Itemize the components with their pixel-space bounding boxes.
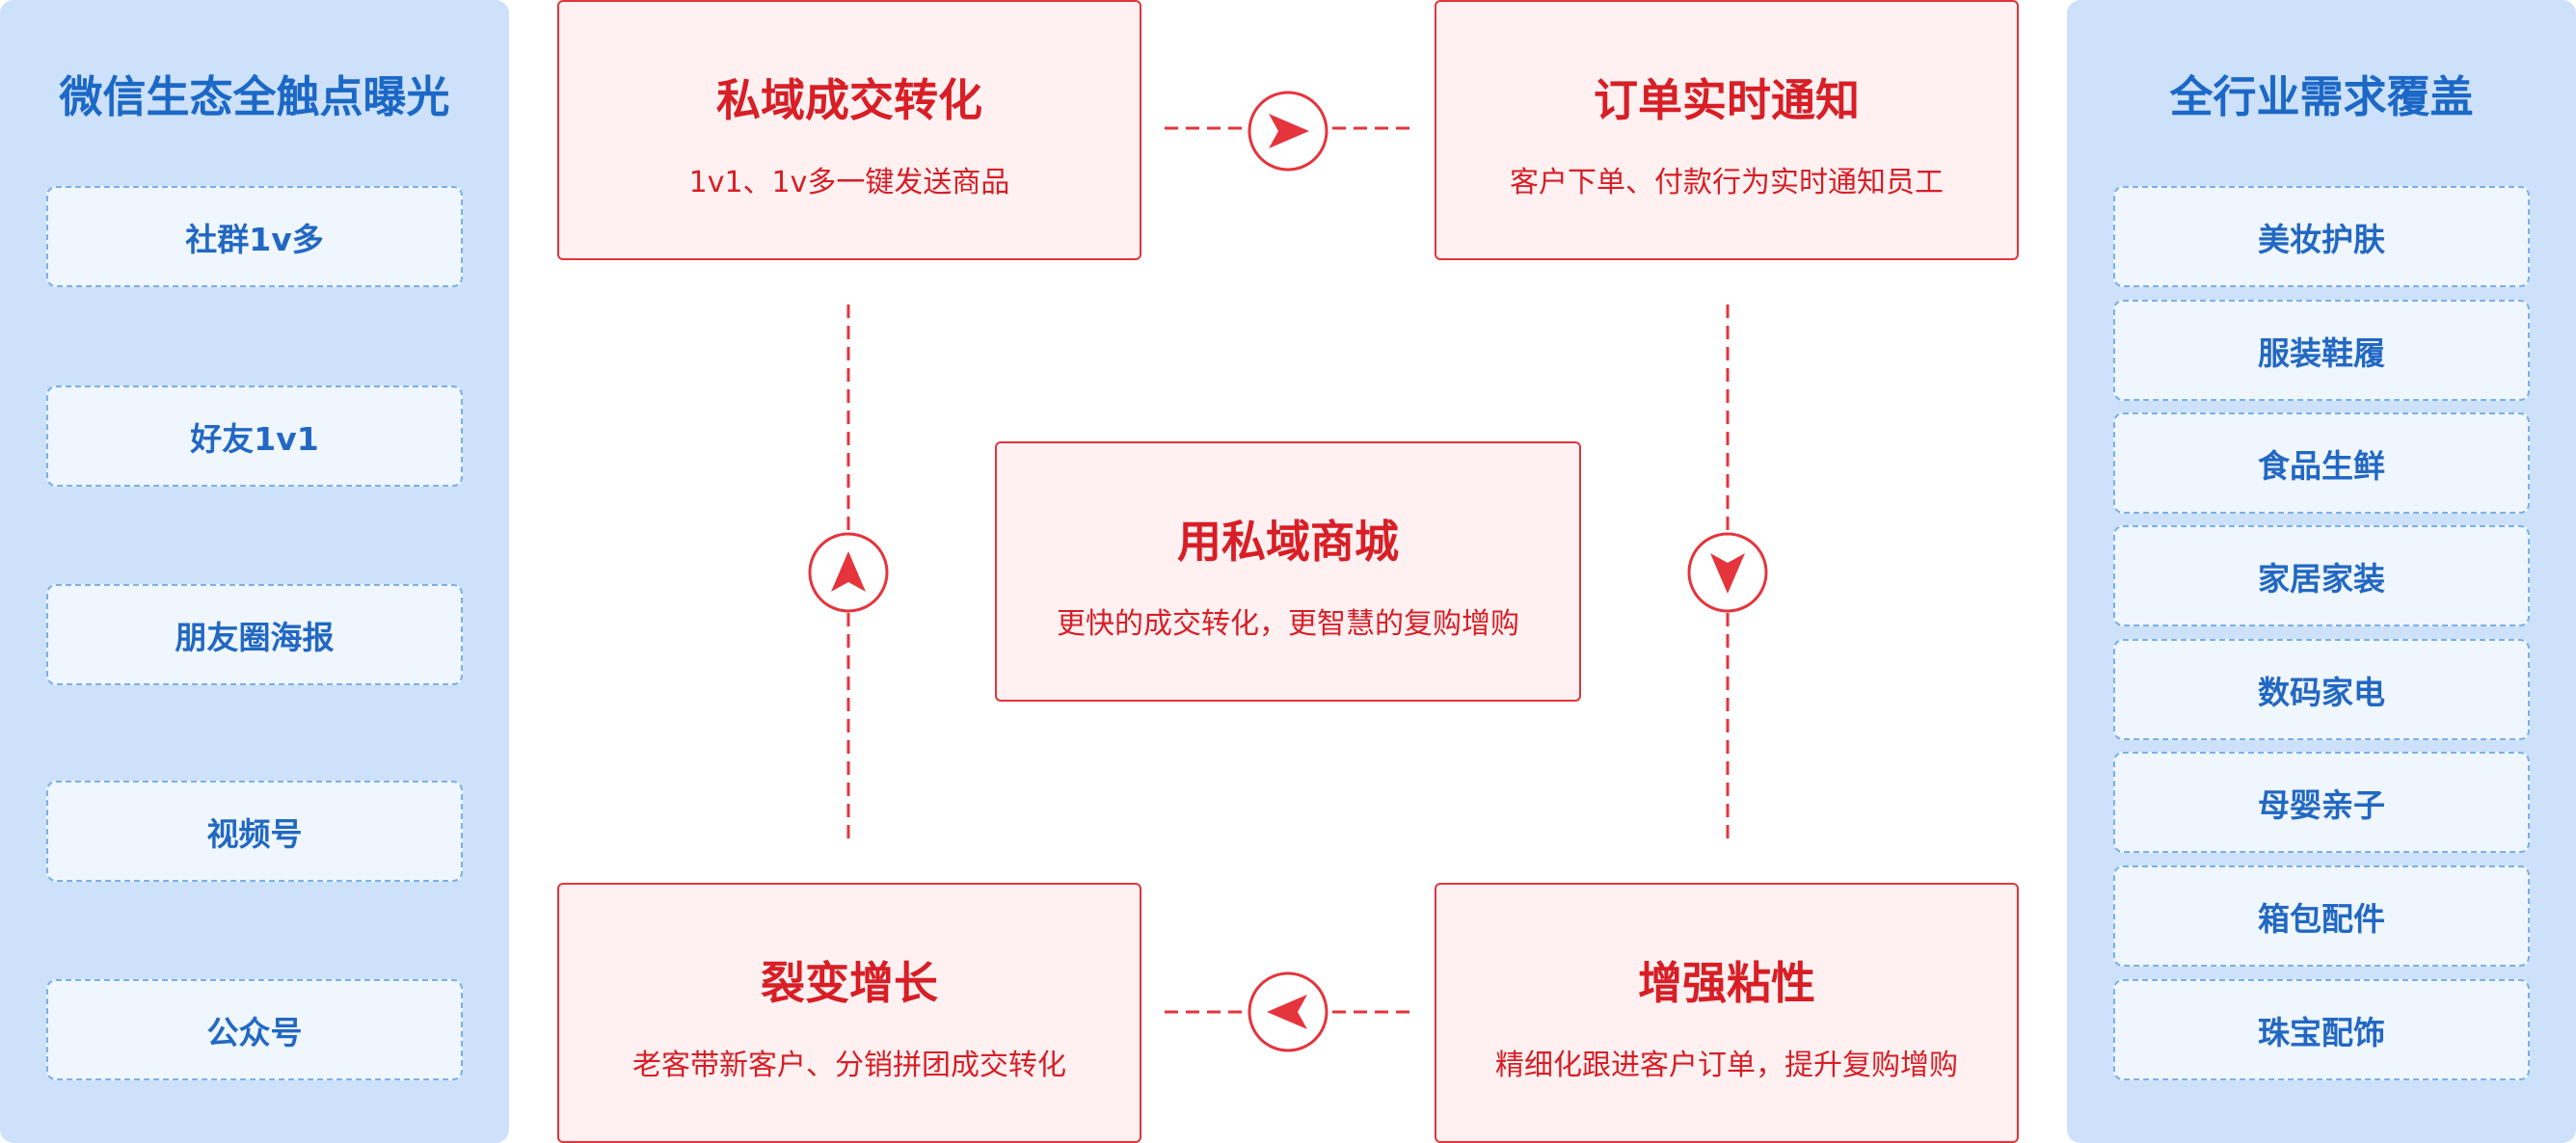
channel-item-official-account[interactable]: 公众号 <box>46 979 463 1080</box>
channel-item-video[interactable]: 视频号 <box>46 781 463 882</box>
card-order-notification[interactable]: 订单实时通知 客户下单、付款行为实时通知员工 <box>1435 0 2019 260</box>
industry-item-bags[interactable]: 箱包配件 <box>2113 865 2530 967</box>
industry-item-beauty[interactable]: 美妆护肤 <box>2113 186 2530 287</box>
industry-item-electronics[interactable]: 数码家电 <box>2113 639 2530 740</box>
card-title: 私域成交转化 <box>716 74 982 126</box>
right-panel: 全行业需求覆盖 美妆护肤 服装鞋履 食品生鲜 家居家装 数码家电 母婴亲子 箱包… <box>2067 0 2576 1143</box>
industry-item-home[interactable]: 家居家装 <box>2113 525 2530 626</box>
card-viral-growth[interactable]: 裂变增长 老客带新客户、分销拼团成交转化 <box>557 883 1141 1143</box>
card-subtitle: 1v1、1v多一键发送商品 <box>688 166 1010 199</box>
industry-item-jewelry[interactable]: 珠宝配饰 <box>2113 979 2530 1080</box>
arrow-left-icon <box>1248 971 1328 1052</box>
card-private-mall[interactable]: 用私域商城 更快的成交转化，更智慧的复购增购 <box>995 441 1581 702</box>
card-subtitle: 精细化跟进客户订单，提升复购增购 <box>1495 1049 1958 1082</box>
card-stickiness[interactable]: 增强粘性 精细化跟进客户订单，提升复购增购 <box>1435 883 2019 1143</box>
industry-item-food[interactable]: 食品生鲜 <box>2113 412 2530 514</box>
arrow-down-icon <box>1687 532 1768 613</box>
card-subtitle: 老客带新客户、分销拼团成交转化 <box>632 1049 1066 1082</box>
card-title: 裂变增长 <box>761 957 938 1009</box>
channel-item-community[interactable]: 社群1v多 <box>46 186 463 287</box>
card-subtitle: 更快的成交转化，更智慧的复购增购 <box>1057 607 1519 641</box>
card-title: 增强粘性 <box>1638 957 1815 1009</box>
left-panel-title: 微信生态全触点曝光 <box>59 71 450 122</box>
industry-item-apparel[interactable]: 服装鞋履 <box>2113 300 2530 401</box>
industry-item-baby[interactable]: 母婴亲子 <box>2113 752 2530 853</box>
card-title: 用私域商城 <box>1177 516 1399 568</box>
channel-item-moments[interactable]: 朋友圈海报 <box>46 584 463 685</box>
arrow-right-icon <box>1248 91 1328 172</box>
left-panel: 微信生态全触点曝光 社群1v多 好友1v1 朋友圈海报 视频号 公众号 <box>0 0 509 1143</box>
card-title: 订单实时通知 <box>1594 74 1860 126</box>
arrow-up-icon <box>808 532 889 613</box>
card-private-conversion[interactable]: 私域成交转化 1v1、1v多一键发送商品 <box>557 0 1141 260</box>
card-subtitle: 客户下单、付款行为实时通知员工 <box>1510 166 1944 199</box>
channel-item-friend[interactable]: 好友1v1 <box>46 385 463 487</box>
right-panel-title: 全行业需求覆盖 <box>2169 71 2474 122</box>
